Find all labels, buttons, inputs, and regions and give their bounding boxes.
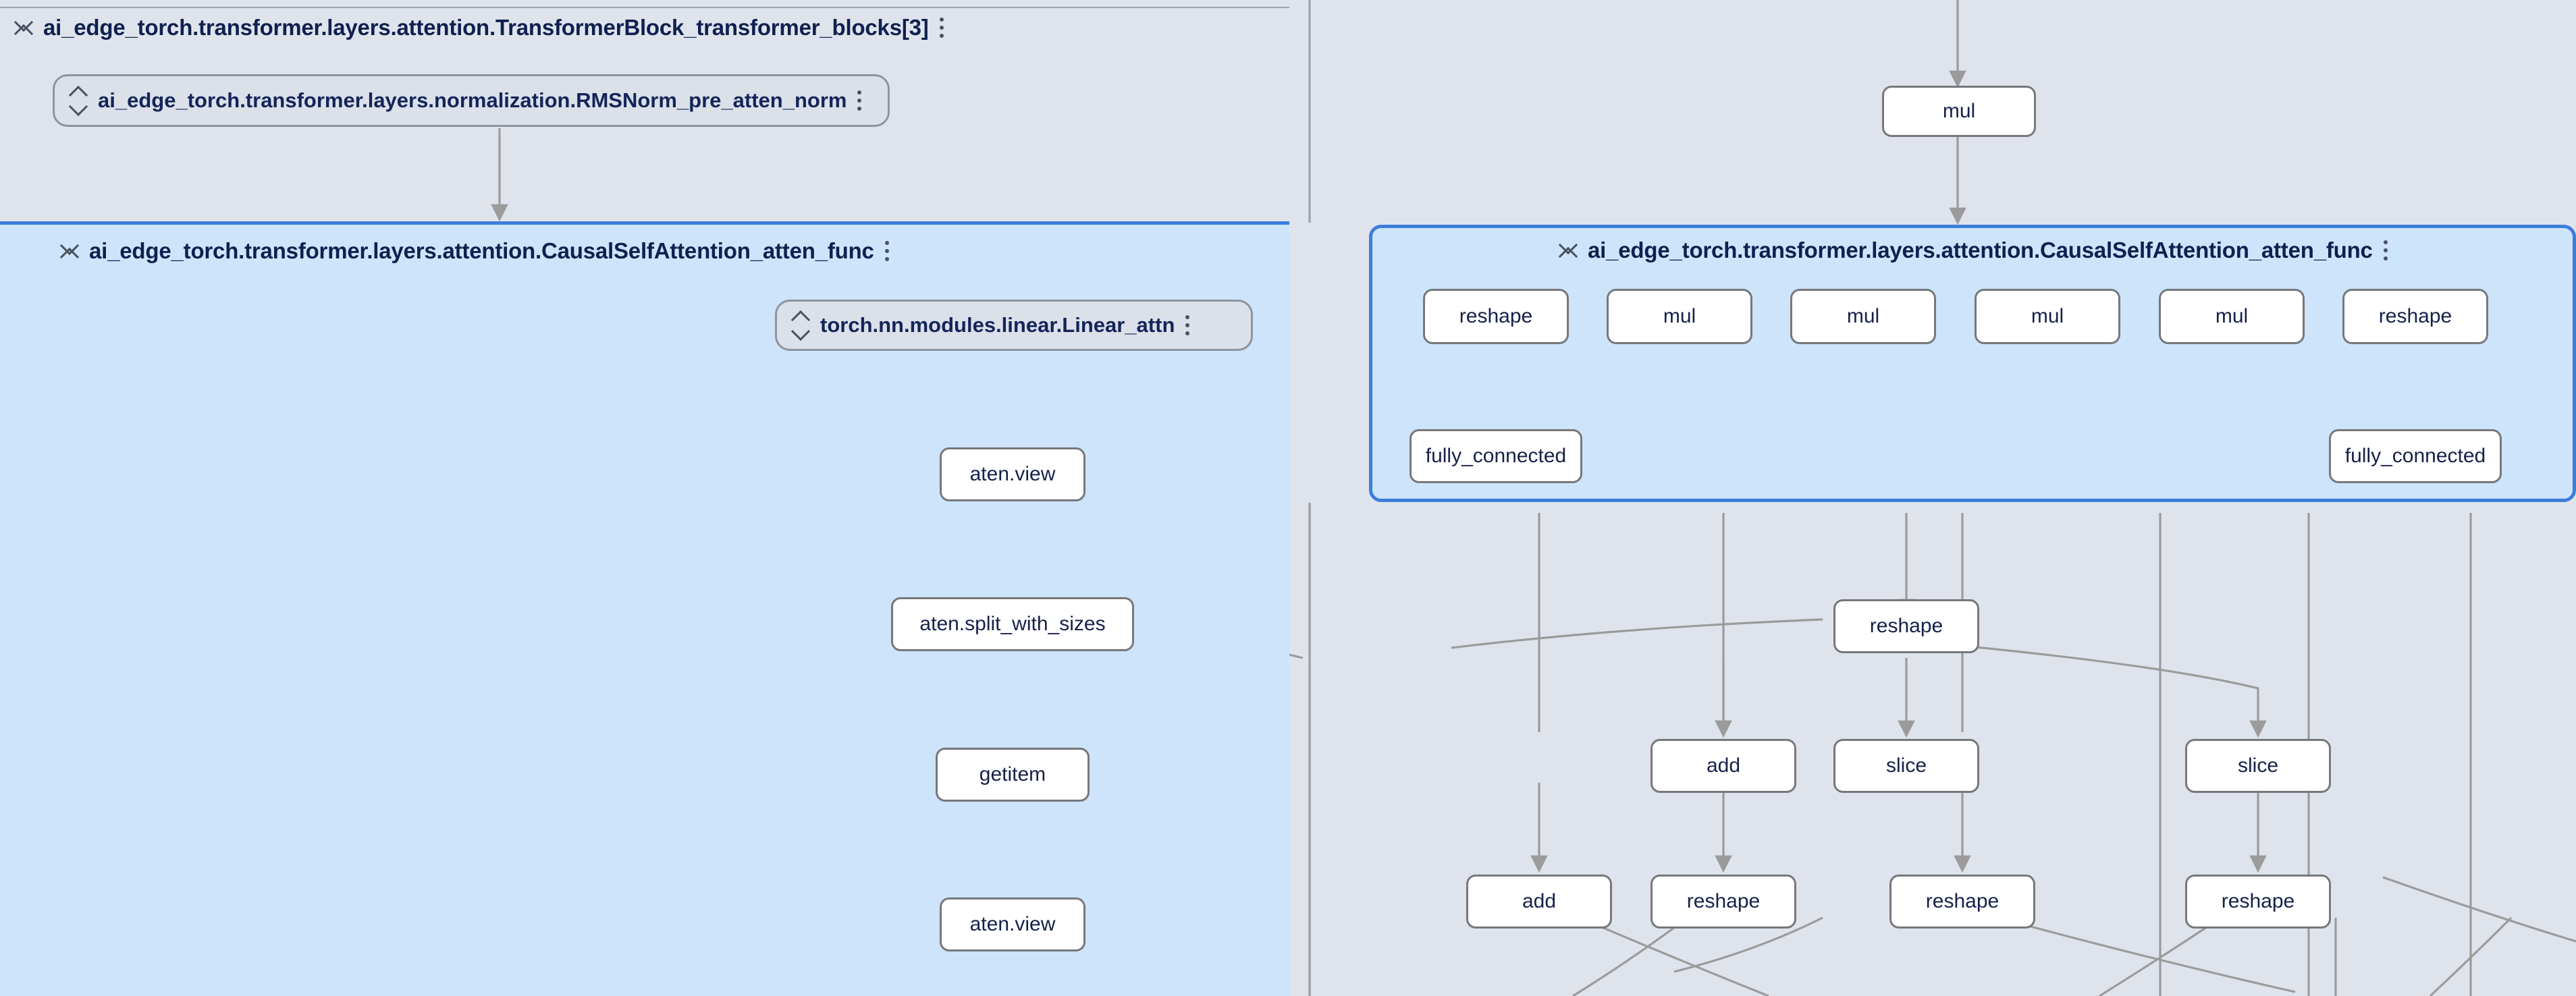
- node-reshape-left[interactable]: reshape: [1423, 289, 1569, 344]
- node-label: mul: [1846, 305, 1880, 327]
- node-aten-view-2[interactable]: aten.view: [940, 897, 1085, 951]
- group-causal-self-attention-right-header[interactable]: ai_edge_torch.transformer.layers.attenti…: [1559, 238, 2389, 263]
- node-reshape-b3[interactable]: reshape: [2185, 875, 2331, 929]
- node-label: reshape: [1925, 890, 2000, 912]
- node-mul-2[interactable]: mul: [1790, 289, 1936, 344]
- chevron-expand-icon[interactable]: [70, 88, 87, 113]
- kebab-menu-icon[interactable]: [2383, 239, 2389, 262]
- node-mul-top[interactable]: mul: [1882, 86, 2036, 137]
- group-causal-self-attention-right-title: ai_edge_torch.transformer.layers.attenti…: [1588, 238, 2373, 262]
- kebab-menu-icon[interactable]: [857, 89, 863, 112]
- node-add-2[interactable]: add: [1466, 875, 1612, 929]
- group-causal-self-attention-left-title: ai_edge_torch.transformer.layers.attenti…: [89, 238, 874, 263]
- chevron-expand-icon[interactable]: [792, 313, 809, 337]
- node-label: add: [1522, 890, 1557, 912]
- group-causal-self-attention-left-header[interactable]: ai_edge_torch.transformer.layers.attenti…: [61, 238, 890, 264]
- collapsed-group-linear-attn-label: torch.nn.modules.linear.Linear_attn: [820, 313, 1175, 337]
- node-label: slice: [2237, 754, 2278, 777]
- node-label: reshape: [2221, 890, 2295, 912]
- chevron-collapse-icon[interactable]: [1559, 238, 1577, 262]
- node-label: mul: [2215, 305, 2249, 327]
- node-mul-1[interactable]: mul: [1607, 289, 1752, 344]
- node-label: mul: [1942, 100, 1976, 122]
- node-label: add: [1706, 754, 1741, 777]
- node-label: aten.view: [969, 463, 1056, 485]
- node-label: mul: [2031, 305, 2064, 327]
- node-aten-view[interactable]: aten.view: [940, 447, 1085, 501]
- collapsed-group-rmsnorm-pre-atten-norm[interactable]: ai_edge_torch.transformer.layers.normali…: [53, 74, 890, 127]
- kebab-menu-icon[interactable]: [939, 16, 945, 39]
- chevron-collapse-icon[interactable]: [61, 239, 78, 263]
- node-reshape-mid[interactable]: reshape: [1833, 599, 1979, 653]
- chevron-collapse-icon[interactable]: [15, 16, 32, 40]
- group-transformer-block-title: ai_edge_torch.transformer.layers.attenti…: [43, 15, 929, 40]
- node-fully-connected-left[interactable]: fully_connected: [1410, 429, 1582, 483]
- node-slice-1[interactable]: slice: [1833, 739, 1979, 793]
- node-getitem[interactable]: getitem: [936, 748, 1090, 802]
- kebab-menu-icon[interactable]: [884, 240, 890, 262]
- node-reshape-right[interactable]: reshape: [2342, 289, 2488, 344]
- node-mul-4[interactable]: mul: [2159, 289, 2305, 344]
- node-label: reshape: [2378, 305, 2452, 327]
- node-label: reshape: [1869, 615, 1943, 637]
- collapsed-group-rmsnorm-label: ai_edge_torch.transformer.layers.normali…: [98, 88, 847, 112]
- node-label: fully_connected: [2344, 445, 2486, 467]
- node-label: mul: [1663, 305, 1696, 327]
- group-transformer-block-header[interactable]: ai_edge_torch.transformer.layers.attenti…: [15, 15, 945, 40]
- node-label: reshape: [1459, 305, 1533, 327]
- node-aten-split-with-sizes[interactable]: aten.split_with_sizes: [891, 597, 1134, 651]
- node-label: aten.split_with_sizes: [919, 613, 1106, 635]
- node-slice-2[interactable]: slice: [2185, 739, 2331, 793]
- node-reshape-b2[interactable]: reshape: [1889, 875, 2035, 929]
- node-label: fully_connected: [1425, 445, 1567, 467]
- kebab-menu-icon[interactable]: [1185, 314, 1191, 337]
- collapsed-group-linear-attn[interactable]: torch.nn.modules.linear.Linear_attn: [775, 300, 1253, 351]
- node-label: getitem: [979, 763, 1046, 785]
- node-add-1[interactable]: add: [1651, 739, 1796, 793]
- node-label: reshape: [1686, 890, 1761, 912]
- node-fully-connected-right[interactable]: fully_connected: [2329, 429, 2502, 483]
- node-reshape-b1[interactable]: reshape: [1651, 875, 1796, 929]
- node-label: aten.view: [969, 913, 1056, 935]
- node-mul-3[interactable]: mul: [1975, 289, 2120, 344]
- node-label: slice: [1885, 754, 1927, 777]
